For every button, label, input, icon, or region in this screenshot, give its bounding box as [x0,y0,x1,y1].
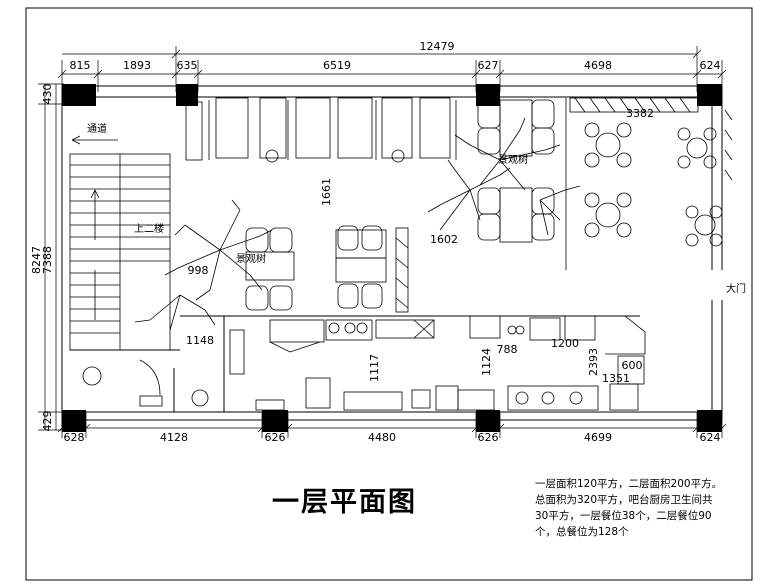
dim-788: 788 [497,343,518,356]
label-upstairs: 上二楼 [134,222,164,235]
area-note: 一层面积120平方，二层面积200平方。总面积为320平方，吧台厨房卫生间共30… [535,478,723,538]
dim-left-3: 7388 [41,246,54,274]
dim-top-7: 624 [700,59,721,72]
dim-bottom-2: 4128 [160,431,188,444]
dim-1602: 1602 [430,233,458,246]
staircase [69,153,171,351]
dim-top-1: 815 [70,59,91,72]
dim-left-4: 429 [41,411,54,432]
dimension-texts: 815 1893 635 6519 627 4698 624 12479 628… [30,40,721,444]
dim-bottom-4: 4480 [368,431,396,444]
kitchen-bar [82,315,646,411]
dim-top-4: 6519 [323,59,351,72]
dim-998: 998 [188,264,209,277]
dim-1661: 1661 [320,178,333,206]
dim-top-2: 1893 [123,59,151,72]
dim-bottom-3: 626 [265,431,286,444]
dim-top-6: 4698 [584,59,612,72]
dim-bottom-1: 628 [64,431,85,444]
dim-bottom-7: 624 [700,431,721,444]
dim-top-3: 635 [177,59,198,72]
passage-arrow-icon [71,135,118,145]
page-title: 一层平面图 [272,487,417,518]
round-tables [584,122,723,247]
dim-bottom-6: 4699 [584,431,612,444]
dim-1117: 1117 [368,354,381,382]
landscape-trees [134,109,733,331]
dim-1351: 1351 [602,372,630,385]
label-view-tree-a: 景观树 [236,252,266,265]
drawing-frame [25,7,753,581]
label-main-door: 大门 [726,282,746,295]
dim-600: 600 [622,359,643,372]
structural-columns [62,84,722,432]
dim-top-5: 627 [478,59,499,72]
dim-bottom-5: 626 [478,431,499,444]
partitions [395,97,699,313]
dim-2393: 2393 [587,348,600,376]
dim-3382: 3382 [626,107,654,120]
dim-1124: 1124 [480,348,493,376]
booth-seating [185,97,555,311]
dim-top-total: 12479 [420,40,455,53]
dim-1148: 1148 [186,334,214,347]
label-passage: 通道 [87,122,107,135]
dim-left-1: 430 [41,84,54,105]
dim-left-2: 8247 [30,246,43,274]
label-view-tree-b: 景观树 [498,153,528,166]
